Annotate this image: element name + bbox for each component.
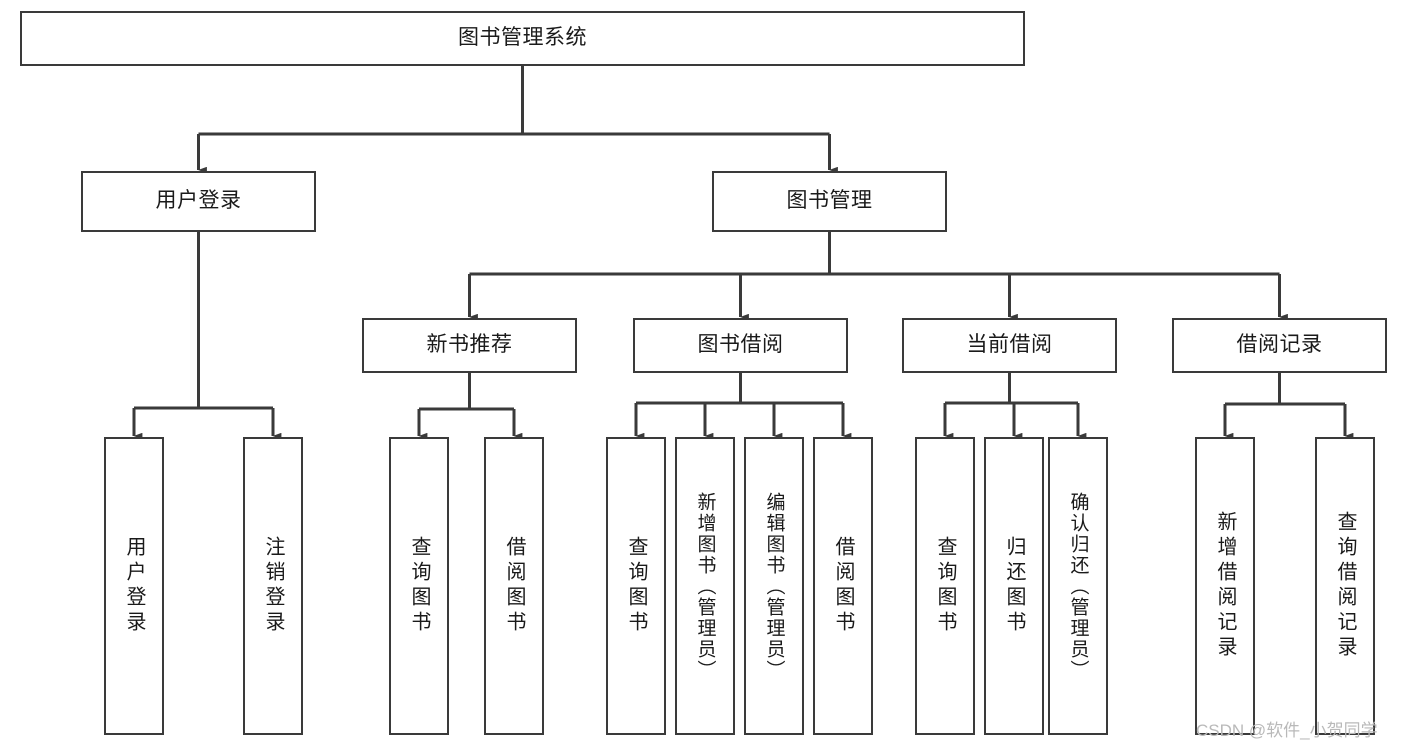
node-label: 新增图书（管理员） — [694, 491, 716, 681]
node-label: 查询图书 — [934, 536, 956, 636]
node-label: 新增借阅记录 — [1214, 511, 1236, 661]
node-label: 借阅记录 — [1236, 333, 1323, 357]
node-label: 编辑图书（管理员） — [763, 491, 785, 681]
node-label: 借阅图书 — [503, 536, 525, 636]
node-leaf-login-1[interactable]: 用户登录 — [104, 437, 164, 735]
node-label: 图书管理系统 — [458, 26, 587, 50]
node-label: 注销登录 — [262, 536, 284, 636]
node-leaf-login-2[interactable]: 注销登录 — [243, 437, 303, 735]
node-bookmgmt[interactable]: 图书管理 — [712, 171, 947, 232]
node-login[interactable]: 用户登录 — [81, 171, 316, 232]
node-label: 查询图书 — [408, 536, 430, 636]
node-label: 借阅图书 — [832, 536, 854, 636]
node-label: 查询图书 — [625, 536, 647, 636]
node-leaf-bor-3[interactable]: 编辑图书（管理员） — [744, 437, 804, 735]
node-label: 新书推荐 — [426, 333, 513, 357]
node-root[interactable]: 图书管理系统 — [20, 11, 1025, 66]
node-label: 图书管理 — [786, 189, 873, 213]
node-leaf-rec-2[interactable]: 查询借阅记录 — [1315, 437, 1375, 735]
node-leaf-rec-1[interactable]: 新增借阅记录 — [1195, 437, 1255, 735]
csdn-watermark: CSDN @软件_小贺同学 — [1196, 721, 1378, 740]
node-leaf-new-1[interactable]: 查询图书 — [389, 437, 449, 735]
node-label: 用户登录 — [123, 536, 145, 636]
node-borrow[interactable]: 图书借阅 — [633, 318, 848, 373]
node-leaf-bor-4[interactable]: 借阅图书 — [813, 437, 873, 735]
node-leaf-cur-1[interactable]: 查询图书 — [915, 437, 975, 735]
node-leaf-bor-1[interactable]: 查询图书 — [606, 437, 666, 735]
node-label: 当前借阅 — [966, 333, 1053, 357]
node-label: 图书借阅 — [697, 333, 784, 357]
node-label: 归还图书 — [1003, 536, 1025, 636]
node-leaf-new-2[interactable]: 借阅图书 — [484, 437, 544, 735]
node-newbook[interactable]: 新书推荐 — [362, 318, 577, 373]
node-label: 查询借阅记录 — [1334, 511, 1356, 661]
node-leaf-cur-2[interactable]: 归还图书 — [984, 437, 1044, 735]
node-current[interactable]: 当前借阅 — [902, 318, 1117, 373]
node-leaf-bor-2[interactable]: 新增图书（管理员） — [675, 437, 735, 735]
node-label: 用户登录 — [155, 189, 242, 213]
node-label: 确认归还（管理员） — [1067, 491, 1089, 681]
node-records[interactable]: 借阅记录 — [1172, 318, 1387, 373]
node-leaf-cur-3[interactable]: 确认归还（管理员） — [1048, 437, 1108, 735]
